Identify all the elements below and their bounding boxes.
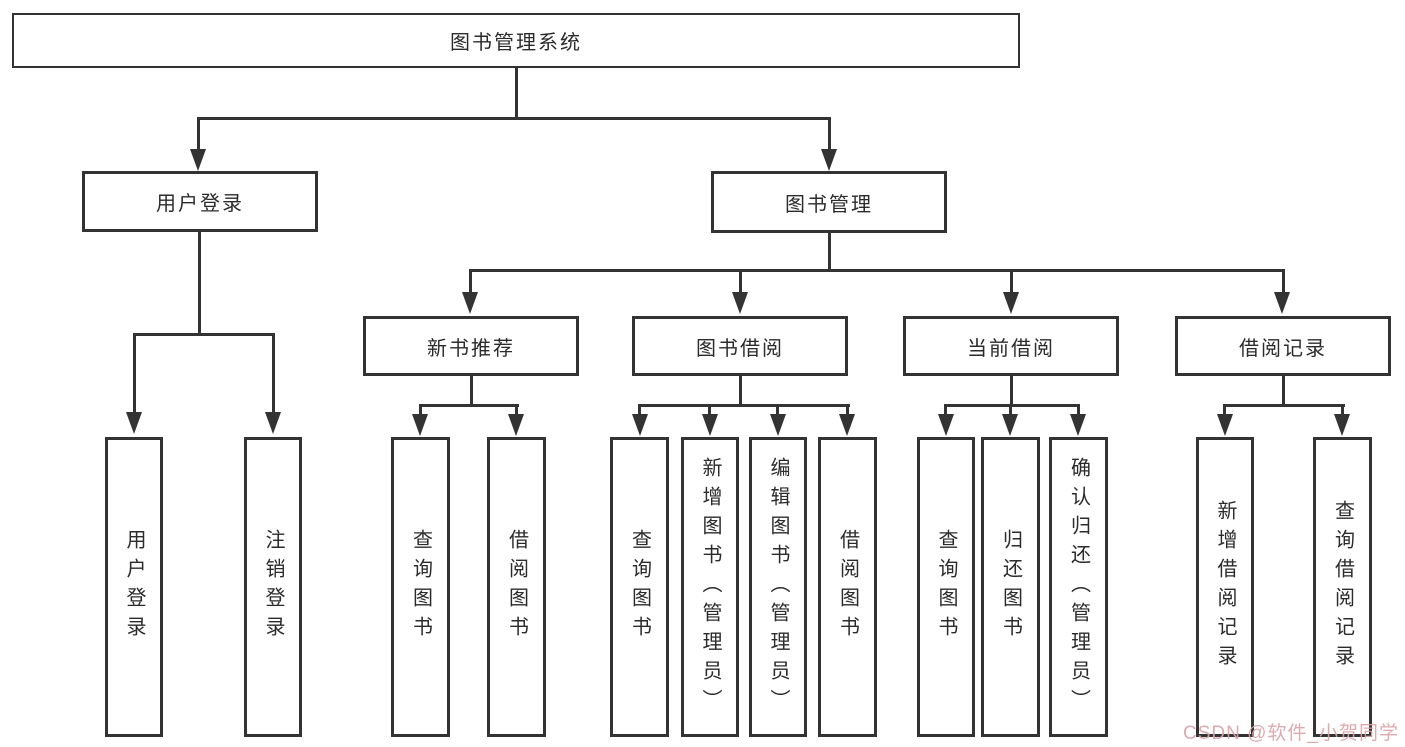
connector-line <box>739 376 742 407</box>
node-user-login-label: 用户登录 <box>156 193 244 215</box>
connector-line <box>638 404 641 416</box>
connector-line <box>198 232 201 335</box>
arrow-down-icon <box>632 414 648 436</box>
arrow-down-icon <box>462 292 478 314</box>
node-book-management-label: 图书管理 <box>785 193 873 216</box>
leaf-current-query-book-label: 查询图书 <box>935 529 957 645</box>
leaf-borrowing-add-book-admin: 新增图书（管理员） <box>681 437 739 737</box>
leaf-borrowing-query-book: 查询图书 <box>610 437 669 737</box>
leaf-recommend-borrow-book: 借阅图书 <box>487 437 546 737</box>
leaf-records-query-record-label: 查询借阅记录 <box>1331 500 1354 674</box>
connector-line <box>470 376 473 407</box>
arrow-down-icon <box>1002 414 1018 436</box>
connector-line <box>197 117 200 150</box>
connector-line <box>739 269 742 294</box>
connector-line <box>469 269 1285 272</box>
node-root-label: 图书管理系统 <box>450 32 582 54</box>
arrow-down-icon <box>1217 414 1233 436</box>
connector-line <box>1223 404 1345 407</box>
csdn-watermark: CSDN @软件_小贺同学 <box>1183 723 1399 744</box>
arrow-down-icon <box>1003 292 1019 314</box>
leaf-current-return-book: 归还图书 <box>981 437 1040 737</box>
connector-line <box>197 117 831 120</box>
connector-line <box>944 404 947 416</box>
leaf-user-login: 用户登录 <box>105 437 163 737</box>
leaf-user-login-label: 用户登录 <box>123 529 145 645</box>
connector-line <box>133 333 136 413</box>
connector-line <box>1010 269 1013 294</box>
connector-line <box>1009 404 1012 416</box>
arrow-down-icon <box>1334 414 1350 436</box>
leaf-current-return-book-label: 归还图书 <box>999 529 1022 645</box>
node-book-management: 图书管理 <box>711 171 947 233</box>
connector-line <box>1282 269 1285 294</box>
leaf-recommend-query-book-label: 查询图书 <box>409 529 432 645</box>
leaf-borrowing-borrow-book-label: 借阅图书 <box>836 529 859 645</box>
node-new-book-recommendation-label: 新书推荐 <box>427 337 515 360</box>
connector-line <box>708 404 711 416</box>
connector-line <box>1223 404 1226 416</box>
connector-line <box>469 269 472 294</box>
arrow-down-icon <box>1274 292 1290 314</box>
leaf-records-add-record-label: 新增借阅记录 <box>1214 500 1236 674</box>
leaf-current-confirm-return-admin-label: 确认归还（管理员） <box>1067 456 1090 718</box>
leaf-recommend-query-book: 查询图书 <box>391 437 450 737</box>
node-user-login: 用户登录 <box>82 171 318 232</box>
node-current-borrowing: 当前借阅 <box>903 316 1119 376</box>
leaf-current-confirm-return-admin: 确认归还（管理员） <box>1049 437 1108 737</box>
leaf-borrowing-edit-book-admin: 编辑图书（管理员） <box>749 437 807 737</box>
connector-line <box>638 404 850 407</box>
leaf-borrowing-add-book-admin-label: 新增图书（管理员） <box>699 456 721 718</box>
arrow-down-icon <box>938 414 954 436</box>
arrow-down-icon <box>839 414 855 436</box>
node-book-borrowing: 图书借阅 <box>632 316 848 376</box>
arrow-down-icon <box>732 292 748 314</box>
leaf-records-add-record: 新增借阅记录 <box>1196 437 1254 737</box>
leaf-recommend-borrow-book-label: 借阅图书 <box>505 529 528 645</box>
arrow-down-icon <box>821 149 837 171</box>
connector-line <box>828 232 831 272</box>
connector-line <box>1010 376 1013 407</box>
arrow-down-icon <box>190 149 206 171</box>
leaf-borrowing-borrow-book: 借阅图书 <box>818 437 877 737</box>
connector-line <box>419 404 519 407</box>
arrow-down-icon <box>508 414 524 436</box>
node-current-borrowing-label: 当前借阅 <box>967 337 1055 360</box>
leaf-logout: 注销登录 <box>244 437 302 737</box>
node-new-book-recommendation: 新书推荐 <box>363 316 579 376</box>
leaf-current-query-book: 查询图书 <box>917 437 975 737</box>
connector-line <box>515 404 518 416</box>
leaf-logout-label: 注销登录 <box>262 529 284 645</box>
connector-line <box>1341 404 1344 416</box>
leaf-records-query-record: 查询借阅记录 <box>1313 437 1372 737</box>
connector-line <box>515 68 518 120</box>
arrow-down-icon <box>265 412 281 434</box>
arrow-down-icon <box>126 412 142 434</box>
connector-line <box>133 333 275 336</box>
arrow-down-icon <box>412 414 428 436</box>
connector-line <box>944 404 1080 407</box>
connector-line <box>419 404 422 416</box>
node-root: 图书管理系统 <box>12 13 1020 68</box>
leaf-borrowing-query-book-label: 查询图书 <box>628 529 651 645</box>
arrow-down-icon <box>1070 414 1086 436</box>
node-borrowing-records: 借阅记录 <box>1175 316 1391 376</box>
arrow-down-icon <box>770 414 786 436</box>
connector-line <box>776 404 779 416</box>
node-book-borrowing-label: 图书借阅 <box>696 337 784 360</box>
arrow-down-icon <box>702 414 718 436</box>
node-borrowing-records-label: 借阅记录 <box>1239 337 1327 360</box>
connector-line <box>272 333 275 413</box>
connector-line <box>828 117 831 150</box>
connector-line <box>1077 404 1080 416</box>
connector-line <box>846 404 849 416</box>
connector-line <box>1282 376 1285 407</box>
leaf-borrowing-edit-book-admin-label: 编辑图书（管理员） <box>767 456 789 718</box>
